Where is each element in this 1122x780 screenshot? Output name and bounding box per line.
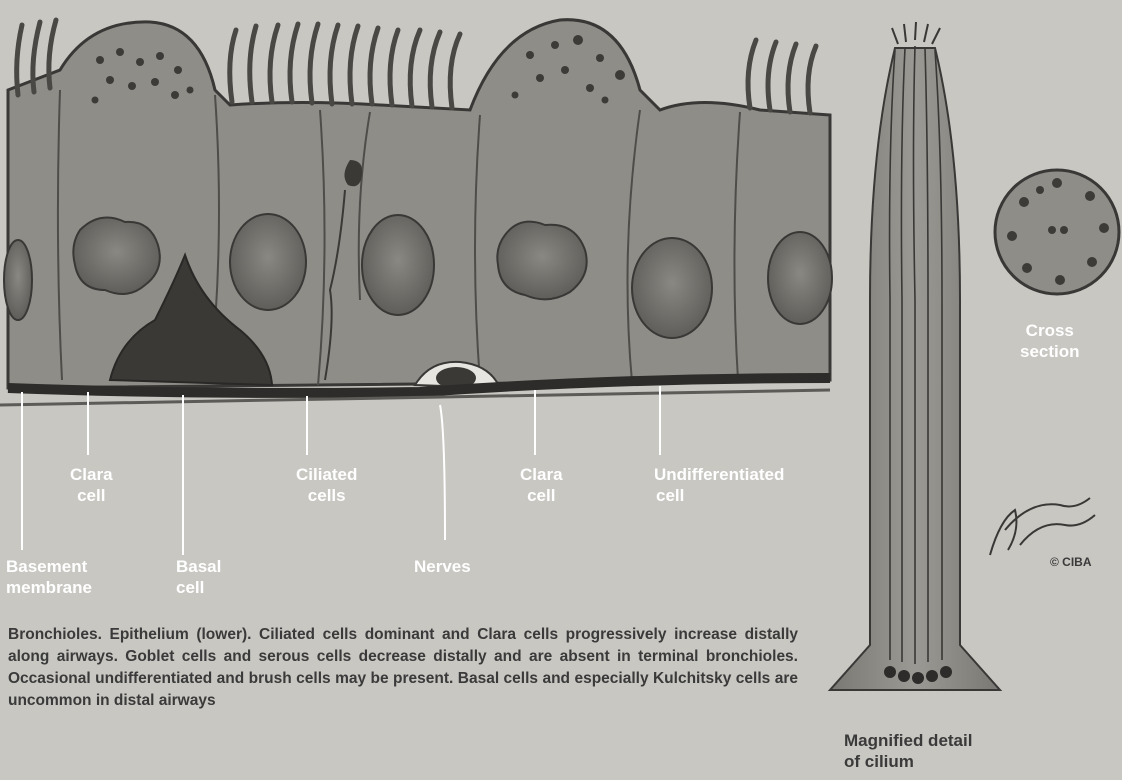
label-cross-section: Cross section bbox=[1020, 320, 1080, 362]
label-magnified-cilium: Magnified detail of cilium bbox=[844, 730, 972, 772]
label-ciliated-cells-line1: Ciliated bbox=[296, 464, 357, 485]
caption-lead: Bronchioles. bbox=[8, 626, 102, 643]
label-basement-membrane-line2: membrane bbox=[6, 577, 92, 598]
label-cross-section-line2: section bbox=[1020, 341, 1080, 362]
caption-body: Epithelium (lower). Ciliated cells domin… bbox=[8, 626, 798, 709]
label-ciliated-cells-line2: cells bbox=[296, 485, 357, 506]
label-clara-cell-1-line2: cell bbox=[70, 485, 113, 506]
label-undifferentiated-cell: Undifferentiated cell bbox=[654, 464, 784, 506]
epithelium-layer bbox=[8, 20, 830, 388]
leader-nerves bbox=[440, 405, 445, 540]
label-ciliated-cells: Ciliated cells bbox=[296, 464, 357, 506]
cross-section-diagram bbox=[995, 170, 1119, 294]
cilium-tip-fibrils bbox=[892, 22, 940, 44]
label-nerves-text: Nerves bbox=[414, 556, 471, 577]
figure-caption: Bronchioles. Epithelium (lower). Ciliate… bbox=[8, 624, 798, 712]
label-clara-cell-1-line1: Clara bbox=[70, 464, 113, 485]
epithelium-diagram bbox=[0, 20, 832, 405]
copyright-credit: © CIBA bbox=[1050, 555, 1092, 569]
label-basal-cell-line1: Basal bbox=[176, 556, 221, 577]
label-clara-cell-2-line1: Clara bbox=[520, 464, 563, 485]
label-nerves: Nerves bbox=[414, 556, 471, 577]
cilium-detail bbox=[830, 22, 1000, 690]
label-cross-section-line1: Cross bbox=[1020, 320, 1080, 341]
label-undifferentiated-cell-line2: cell bbox=[654, 485, 784, 506]
label-basement-membrane: Basement membrane bbox=[6, 556, 92, 598]
label-clara-cell-2-line2: cell bbox=[520, 485, 563, 506]
label-clara-cell-1: Clara cell bbox=[70, 464, 113, 506]
label-undifferentiated-cell-line1: Undifferentiated bbox=[654, 464, 784, 485]
label-clara-cell-2: Clara cell bbox=[520, 464, 563, 506]
label-basement-membrane-line1: Basement bbox=[6, 556, 92, 577]
artist-signature bbox=[990, 498, 1095, 555]
label-magnified-cilium-line1: Magnified detail bbox=[844, 730, 972, 751]
label-magnified-cilium-line2: of cilium bbox=[844, 751, 972, 772]
label-basal-cell: Basal cell bbox=[176, 556, 221, 598]
label-basal-cell-line2: cell bbox=[176, 577, 221, 598]
